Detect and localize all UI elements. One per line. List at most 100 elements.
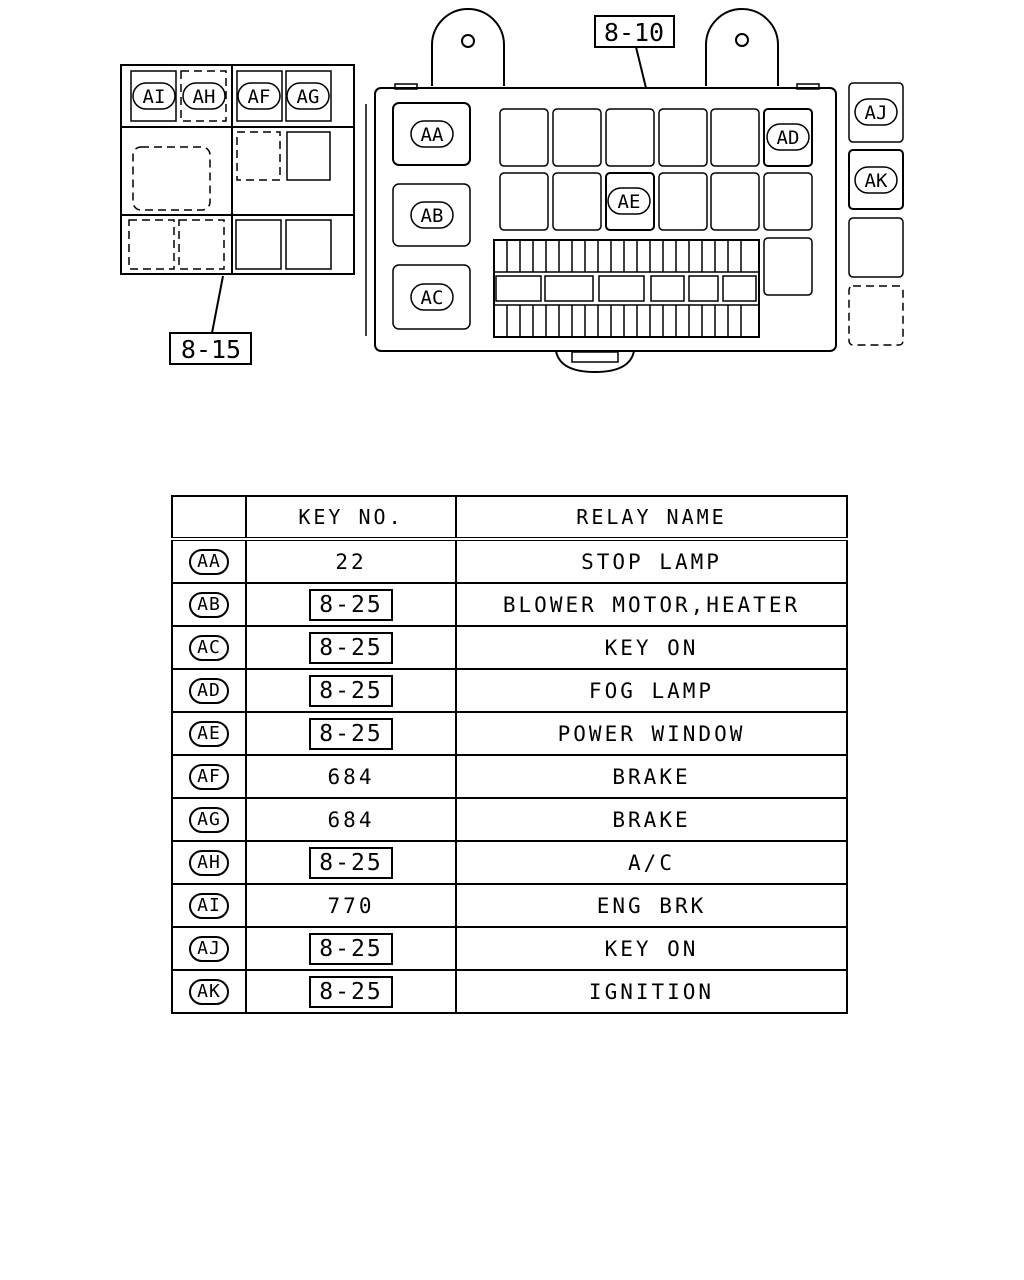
badge-ak: AK [854,166,898,194]
relay-code-badge: AF [189,764,229,790]
key-no-cell: 684 [245,797,457,842]
table-row: AI 770 ENG BRK [171,883,848,928]
relay-name-cell: IGNITION [455,969,848,1014]
badge-ah: AH [182,82,226,110]
badge-ab-label: AB [421,205,444,227]
header-blank [171,495,247,541]
badge-ab: AB [410,201,454,229]
relay-code-cell: AJ [171,926,247,971]
table-row: AG 684 BRAKE [171,797,848,842]
table-row: AB 8-25 BLOWER MOTOR,HEATER [171,582,848,627]
relay-code-badge: AB [189,592,229,618]
key-no-reference: 8-25 [309,717,393,750]
key-no-cell: 8-25 [245,668,457,713]
key-no-value: 770 [327,893,375,918]
key-no-value: 684 [327,764,375,789]
relay-code-cell: AF [171,754,247,799]
key-no-reference: 8-25 [309,674,393,707]
relay-code-badge: AA [189,549,229,575]
main-relay-box [365,8,837,374]
badge-ad-label: AD [777,127,800,149]
key-no-value: 684 [327,807,375,832]
relay-name-cell: STOP LAMP [455,538,848,584]
key-no-cell: 8-25 [245,582,457,627]
relay-name-cell: BLOWER MOTOR,HEATER [455,582,848,627]
relay-table: KEY NO. RELAY NAME AA 22 STOP LAMP AB 8-25 BL… [171,495,848,1014]
key-no-cell: 8-25 [245,969,457,1014]
right-relays [848,82,904,346]
badge-af-label: AF [248,86,271,108]
header-key-no: KEY NO. [245,495,457,541]
key-no-reference: 8-25 [309,975,393,1008]
key-no-cell: 684 [245,754,457,799]
key-no-cell: 8-25 [245,711,457,756]
relay-code-badge: AC [189,635,229,661]
relay-code-cell: AD [171,668,247,713]
header-relay-name: RELAY NAME [455,495,848,541]
table-row: AF 684 BRAKE [171,754,848,799]
key-no-reference: 8-25 [309,846,393,879]
relay-code-badge: AD [189,678,229,704]
key-no-reference: 8-25 [309,588,393,621]
relay-name-cell: KEY ON [455,926,848,971]
relay-layout-diagram: AI AH AF AG AA AB AC AD AE AJ AK [120,8,904,374]
callout-8-15: 8-15 [169,275,252,365]
key-no-cell: 8-25 [245,625,457,670]
relay-name-cell: A/C [455,840,848,885]
relay-code-cell: AB [171,582,247,627]
key-no-cell: 8-25 [245,840,457,885]
relay-name-cell: ENG BRK [455,883,848,928]
relay-code-cell: AI [171,883,247,928]
badge-ae: AE [607,187,651,215]
relay-code-badge: AK [189,979,229,1005]
badge-ac-label: AC [421,287,444,309]
badge-af: AF [237,82,281,110]
relay-code-badge: AH [189,850,229,876]
badge-aa-label: AA [421,124,444,146]
callout-8-10: 8-10 [594,15,675,89]
key-no-reference: 8-25 [309,932,393,965]
badge-ai-label: AI [143,86,166,108]
relay-name-cell: KEY ON [455,625,848,670]
key-no-cell: 22 [245,538,457,584]
badge-ag-label: AG [297,86,320,108]
key-no-reference: 8-25 [309,631,393,664]
table-row: AK 8-25 IGNITION [171,969,848,1014]
relay-code-cell: AG [171,797,247,842]
table-row: AD 8-25 FOG LAMP [171,668,848,713]
relay-code-badge: AE [189,721,229,747]
table-header-row: KEY NO. RELAY NAME [171,495,848,541]
relay-name-cell: BRAKE [455,797,848,842]
badge-ag: AG [286,82,330,110]
badge-ai: AI [132,82,176,110]
key-no-value: 22 [335,549,367,574]
relay-name-cell: BRAKE [455,754,848,799]
relay-code-badge: AI [189,893,229,919]
relay-code-cell: AC [171,625,247,670]
badge-ae-label: AE [618,191,641,213]
badge-ak-label: AK [865,170,888,192]
left-relay-box [120,64,355,275]
key-no-cell: 770 [245,883,457,928]
badge-ac: AC [410,283,454,311]
callout-8-10-label: 8-10 [604,18,664,47]
relay-code-cell: AK [171,969,247,1014]
badge-aj-label: AJ [865,102,888,124]
relay-code-cell: AH [171,840,247,885]
badge-ad: AD [766,123,810,151]
badge-ah-label: AH [193,86,216,108]
relay-code-cell: AE [171,711,247,756]
relay-code-cell: AA [171,538,247,584]
badge-aa: AA [410,120,454,148]
relay-name-cell: POWER WINDOW [455,711,848,756]
table-row: AE 8-25 POWER WINDOW [171,711,848,756]
relay-name-cell: FOG LAMP [455,668,848,713]
badge-aj: AJ [854,98,898,126]
callout-8-15-label: 8-15 [181,335,241,364]
table-row: AH 8-25 A/C [171,840,848,885]
table-row: AJ 8-25 KEY ON [171,926,848,971]
table-row: AC 8-25 KEY ON [171,625,848,670]
relay-code-badge: AG [189,807,229,833]
key-no-cell: 8-25 [245,926,457,971]
